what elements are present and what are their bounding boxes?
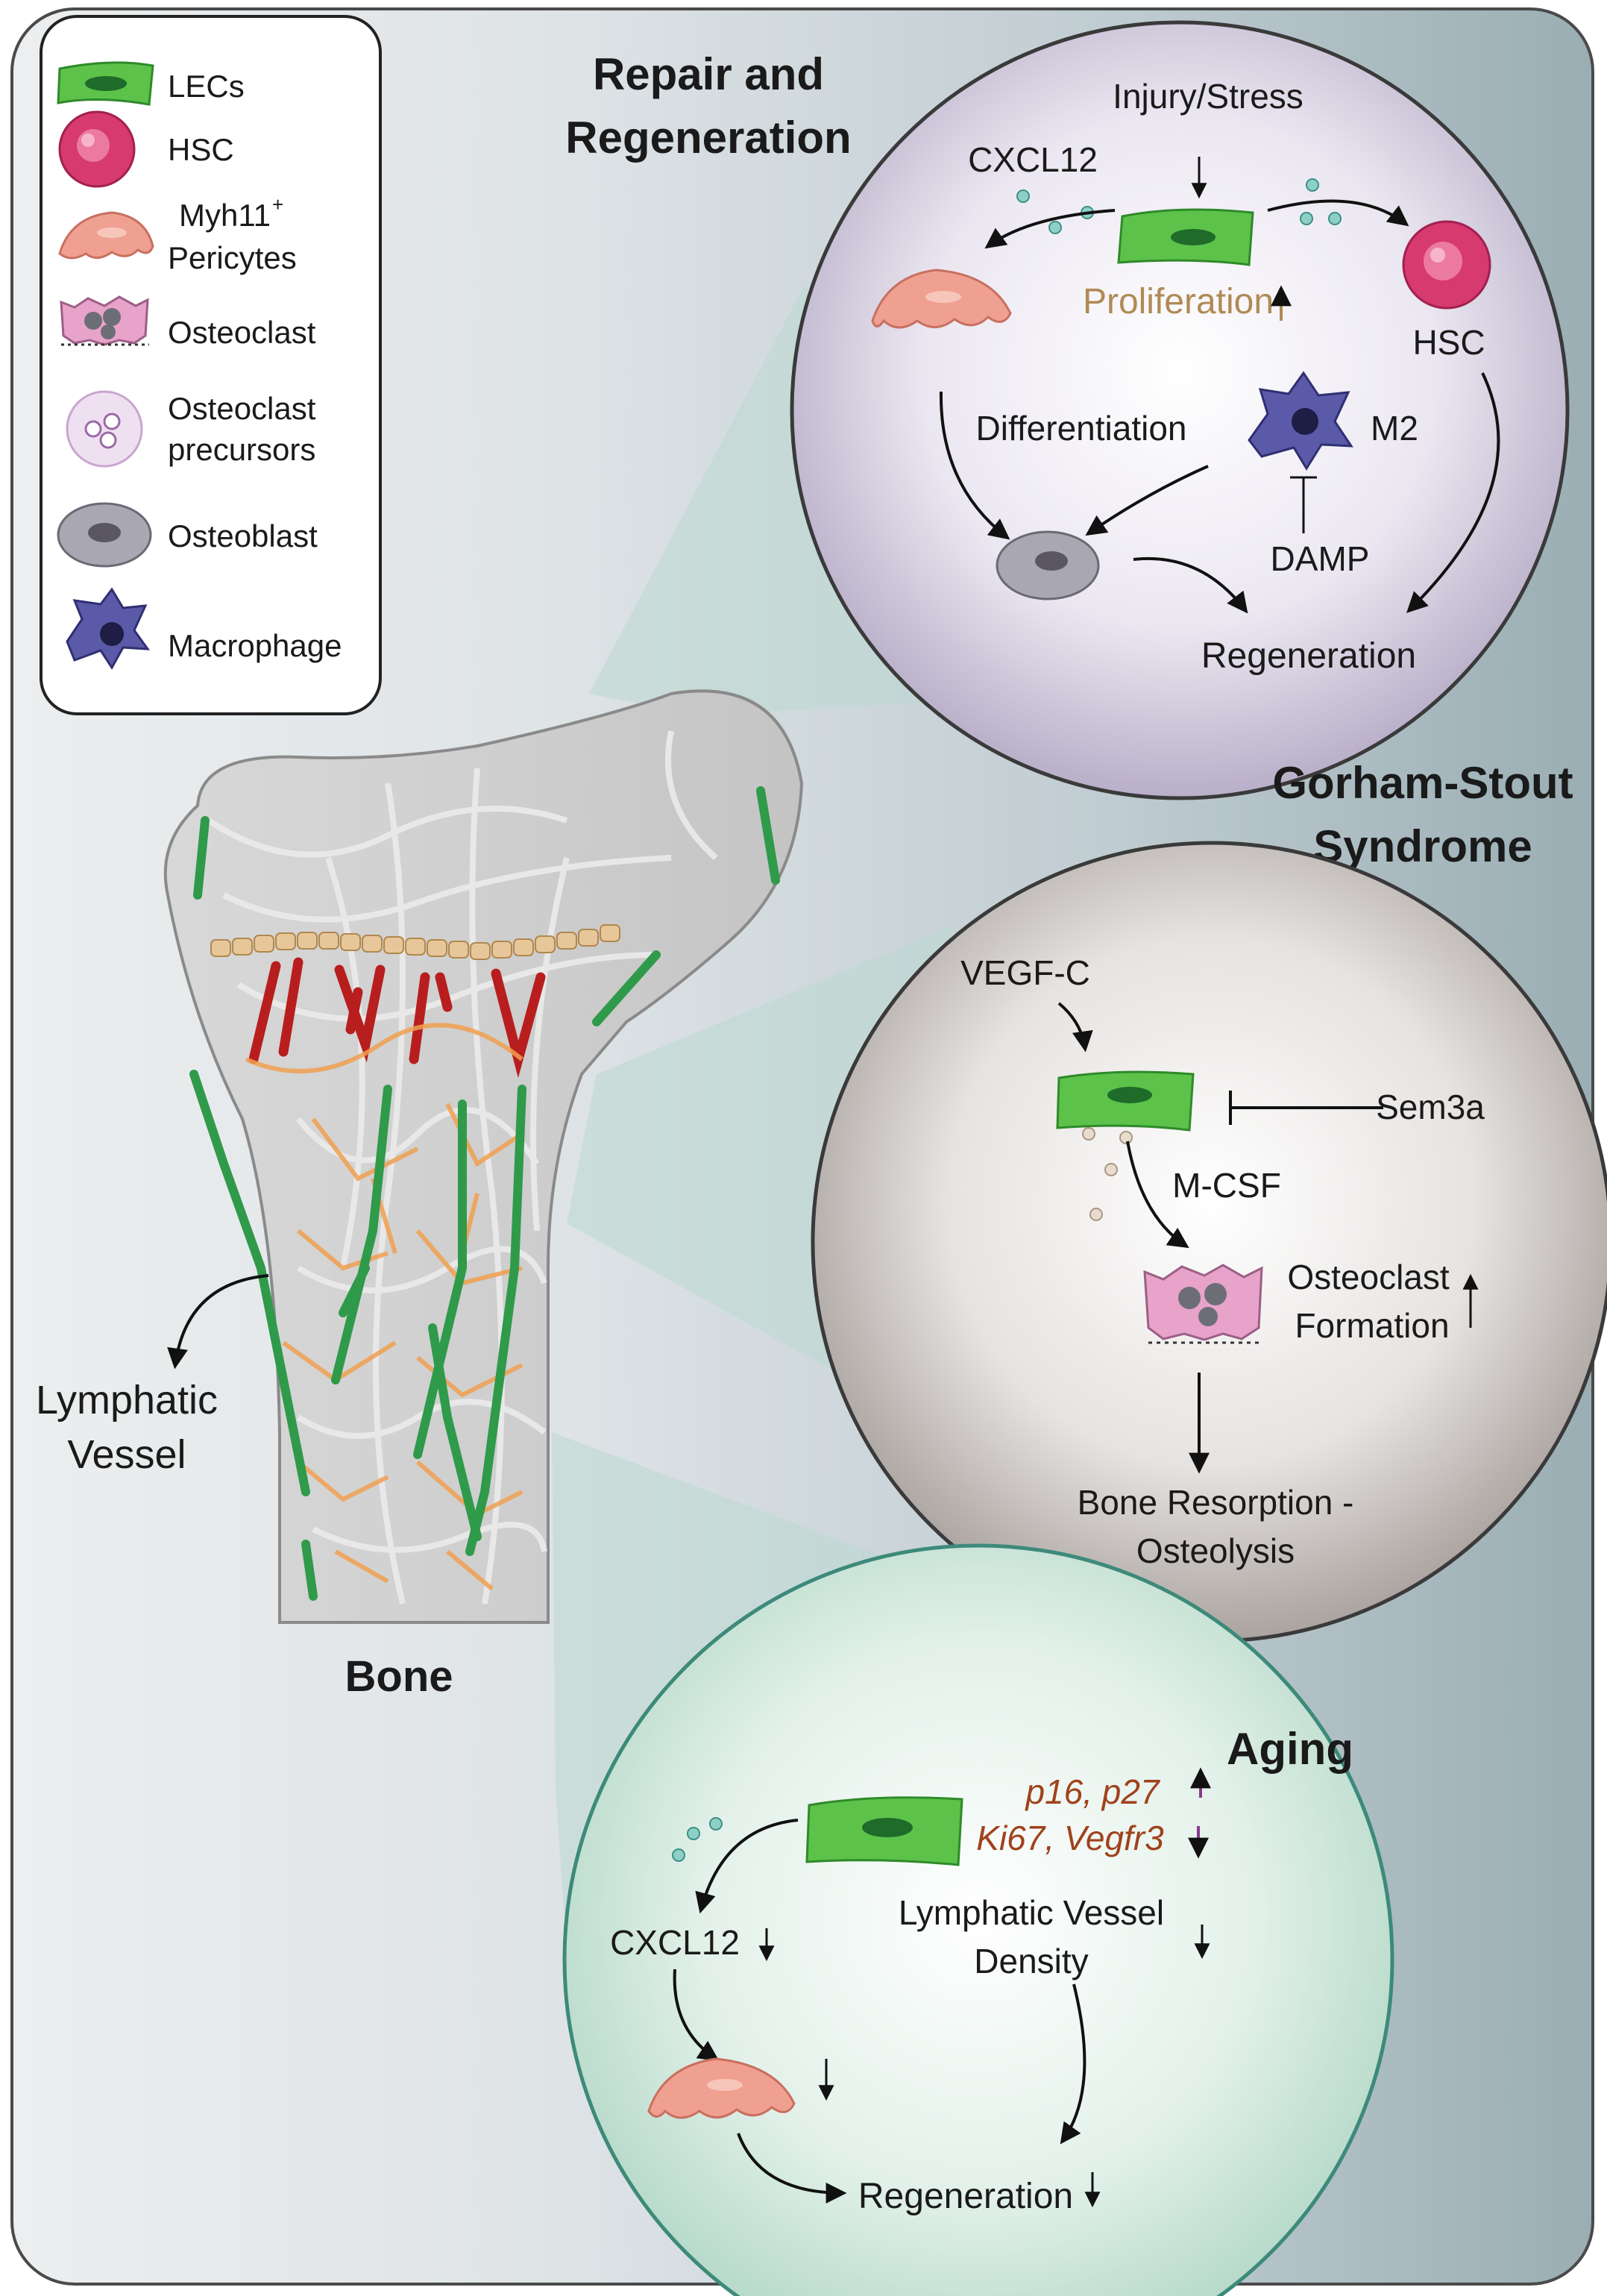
repair-hsc-label: HSC [1412,323,1485,362]
legend-osteoblast-label: Osteoblast [168,518,318,553]
gorham-osteoclast-cell [1143,1264,1263,1344]
macrophage-legend-icon [66,587,151,670]
repair-hsc-cell [1402,220,1491,310]
legend-myh11-label: Myh11 [179,198,271,233]
sem3a-label: Sem3a [1376,1088,1485,1126]
osteoclast-formation-label-1: Osteoclast [1287,1258,1450,1296]
injury-stress-label: Injury/Stress [1113,77,1303,116]
mcsf-label: M-CSF [1172,1166,1281,1205]
gorham-title-1: Gorham-Stout [1272,758,1573,808]
aging-title: Aging [1227,1724,1353,1774]
bone-illustration [163,689,804,1624]
resorption-label-1: Bone Resorption - [1078,1483,1354,1522]
legend-macrophage-label: Macrophage [168,628,342,663]
repair-lec-cell [1117,208,1254,266]
lymphatic-vessel-pointer [167,1274,269,1370]
repair-circle [790,20,1570,800]
gorham-lec-cell [1056,1070,1195,1132]
aging-cxcl12-label: CXCL12 [610,1923,740,1962]
proliferation-label: Proliferation [1083,282,1274,321]
pericyte-legend-icon [58,211,154,260]
repair-title-1: Repair and [593,49,824,99]
osteoclast-precursor-legend-icon [66,390,143,468]
resorption-label-2: Osteolysis [1136,1531,1295,1570]
lymphatic-density-label-1: Lymphatic Vessel [899,1893,1164,1932]
lymphatic-density-label-2: Density [974,1942,1088,1980]
m2-label: M2 [1371,409,1418,448]
lymphatic-vessel-label-2: Vessel [67,1432,186,1477]
damp-label: DAMP [1271,539,1370,578]
legend-hsc-label: HSC [168,132,234,167]
repair-title-2: Regeneration [565,113,851,163]
aging-markers-down-label: Ki67, Vegfr3 [976,1819,1164,1857]
legend-pericytes-label: Pericytes [168,240,297,275]
gorham-title-2: Syndrome [1313,821,1532,871]
legend-lecs-label: LECs [168,69,245,104]
repair-regeneration-label: Regeneration [1201,636,1416,676]
aging-regeneration-label: Regeneration [858,2177,1073,2216]
differentiation-label: Differentiation [976,409,1187,448]
repair-cxcl12-label: CXCL12 [968,140,1098,179]
aging-lec-cell [805,1796,963,1866]
sem3a-inhibition [1229,1091,1383,1125]
legend: LECs HSC Myh11 + Pericytes Osteoclast [40,15,382,715]
gorham-stout-panel: Gorham-Stout Syndrome VEGF-C Sem3a M-CSF… [811,758,1607,1643]
lec-legend-icon [57,61,154,106]
aging-markers-up-label: p16, p27 [1024,1772,1160,1811]
repair-osteoblast-cell [996,530,1100,600]
repair-regeneration-panel: Repair and Regeneration Injury/Stress CX… [565,20,1570,800]
aging-panel: Aging p16, p27 Ki67, Vegfr3 CXCL12 Lymph… [562,1543,1394,2296]
legend-precursors-label-2: precursors [168,432,315,467]
osteoclast-legend-icon [60,295,149,346]
osteoclast-formation-label-2: Formation [1295,1306,1449,1345]
bone-label: Bone [345,1652,453,1701]
osteoblast-legend-icon [57,502,152,568]
repair-pericyte-cell [871,269,1012,329]
legend-precursors-label-1: Osteoclast [168,391,316,426]
aging-pericyte-cell [647,2057,796,2119]
legend-myh11-sup: + [272,193,283,216]
m2-macrophage-cell [1248,371,1353,471]
vegfc-label: VEGF-C [960,953,1090,992]
lymphatic-vessel-label-1: Lymphatic [36,1378,218,1423]
damp-inhibition [1290,476,1317,533]
hsc-legend-icon [58,110,136,188]
legend-osteoclast-label: Osteoclast [168,315,316,350]
